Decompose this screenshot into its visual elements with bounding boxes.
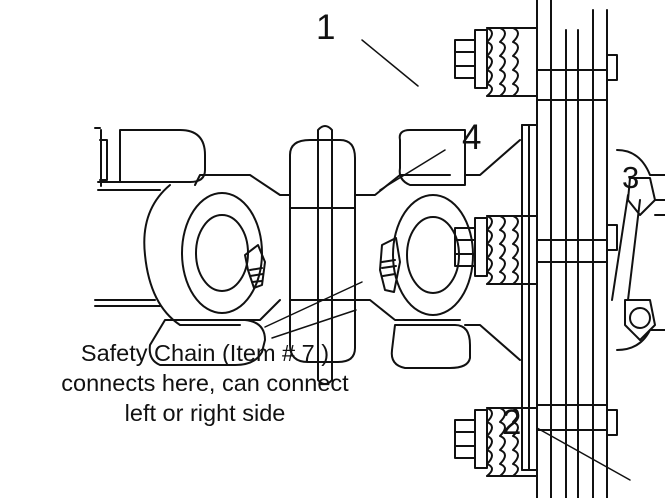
note-line-1: Safety Chain (Item # 7 ): [80, 340, 330, 366]
callout-3: 3: [622, 160, 640, 195]
left-shaft: [94, 127, 171, 307]
callout-1: 1: [316, 8, 336, 47]
left-yoke: [119, 129, 291, 366]
spring-bolt-bottom: [454, 407, 538, 477]
spring-bolt-top: [454, 27, 538, 97]
leader-lines: [264, 39, 631, 481]
clutch-plates: [521, 0, 608, 498]
spring-bolt-middle: [454, 215, 538, 285]
safety-chain-note: Safety Chain (Item # 7 ) connects here, …: [0, 338, 410, 428]
right-side-hardware: [606, 54, 665, 436]
note-line-2: connects here, can connect: [61, 370, 349, 396]
callout-2: 2: [502, 403, 522, 442]
right-yoke: [354, 129, 521, 369]
note-line-3: left or right side: [124, 400, 286, 426]
callout-4: 4: [462, 118, 482, 157]
